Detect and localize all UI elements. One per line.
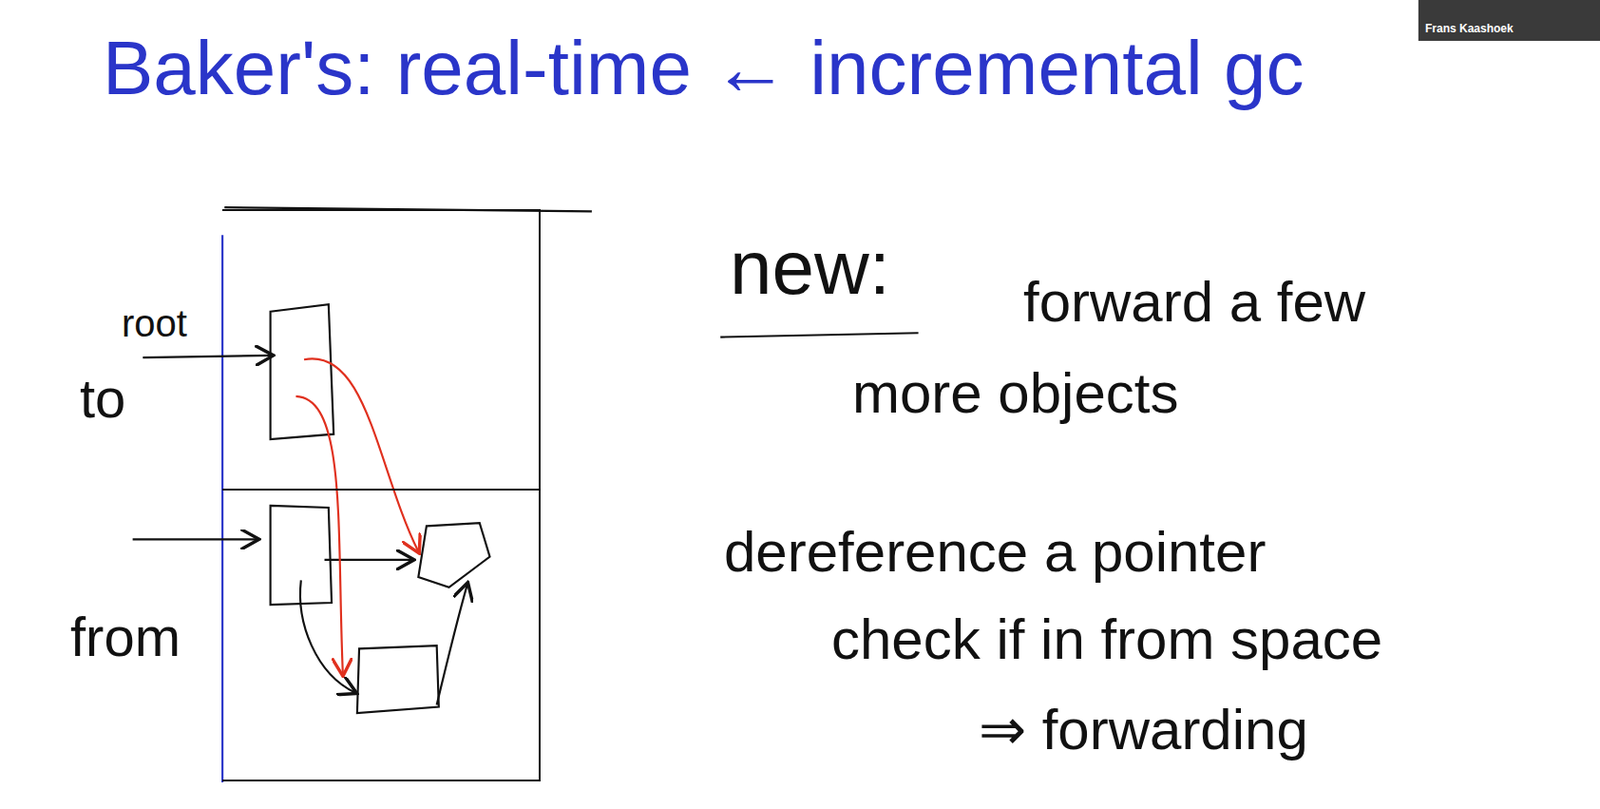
- root-label: root: [121, 302, 188, 344]
- note-text: ⇒ forwarding: [978, 698, 1309, 762]
- note-text: check if in from space: [831, 608, 1383, 671]
- note-text: forward a few more objects: [852, 256, 1423, 439]
- note-text: dereference a pointer: [723, 520, 1266, 584]
- note-heading: new:: [729, 226, 891, 310]
- title: Baker's: real-time ← incremental gc: [102, 26, 1305, 111]
- webcam-name: Frans Kaashoek: [1425, 22, 1514, 36]
- to-space-region: to: [222, 209, 541, 491]
- region-label: to: [79, 367, 126, 429]
- from-space-region: from: [222, 490, 541, 781]
- region-label: from: [70, 606, 181, 667]
